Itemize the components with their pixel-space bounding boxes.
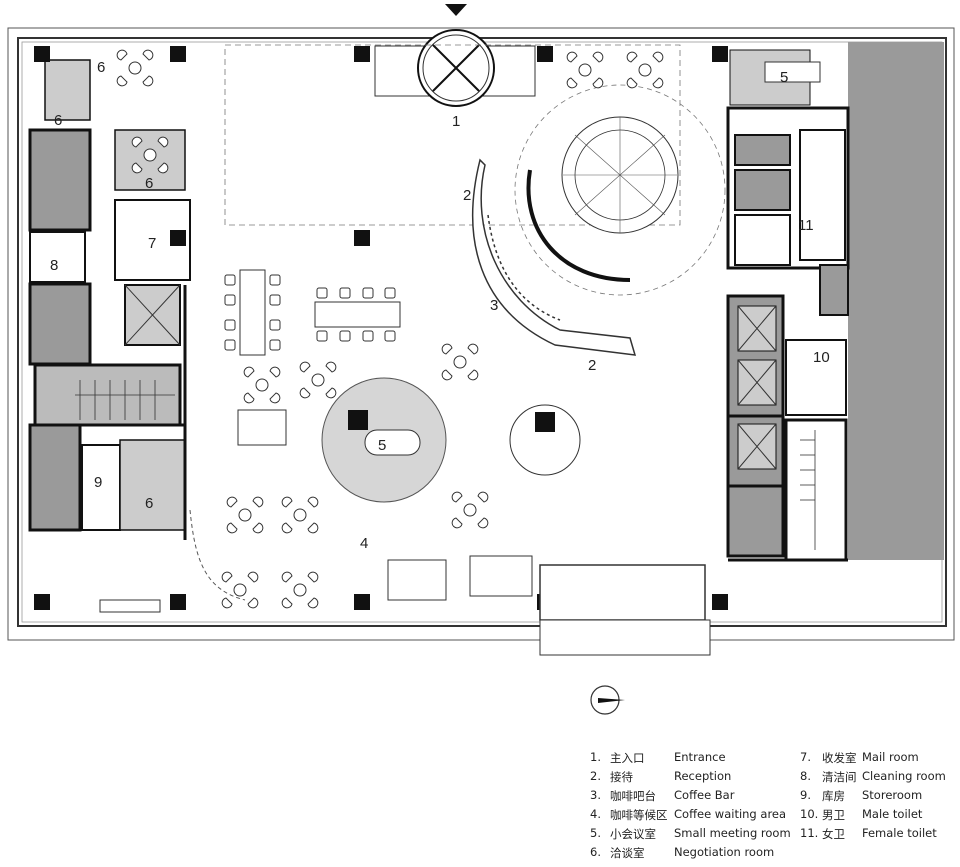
label-meeting-center: 5	[378, 437, 386, 454]
label-negotiation-2: 6	[54, 112, 62, 129]
label-meeting-topright: 5	[780, 69, 788, 86]
west-service-zone	[28, 59, 191, 540]
label-negotiation-1: 6	[97, 59, 105, 76]
north-arrow-icon	[590, 685, 625, 715]
label-reception-bottom: 2	[588, 357, 596, 374]
east-service-zone	[726, 49, 850, 562]
label-negotiation-4: 6	[145, 495, 153, 512]
label-cleaning-room: 8	[50, 257, 58, 274]
label-female-toilet: 11	[798, 217, 814, 234]
label-male-toilet: 10	[813, 349, 830, 366]
entrance-area	[224, 4, 681, 226]
entrance-arrow-icon	[445, 4, 467, 16]
reception-desk	[471, 158, 637, 356]
plan-labels: 1 2 2 3 4 5 5 6 6 6 6 7 8 9 10 11	[50, 59, 830, 552]
label-storeroom: 9	[94, 474, 102, 491]
spiral-stair	[514, 84, 726, 296]
label-mail-room: 7	[148, 235, 156, 252]
furniture	[99, 49, 821, 656]
legend: 1. 主入口 Entrance 2. 接待 Reception 3. 咖啡吧台 …	[590, 750, 946, 860]
label-entrance: 1	[452, 113, 460, 130]
label-coffee-waiting: 4	[360, 535, 368, 552]
label-coffee-bar: 3	[490, 297, 498, 314]
label-reception-top: 2	[463, 187, 471, 204]
label-negotiation-3: 6	[145, 175, 153, 192]
core-block-right	[848, 42, 944, 560]
